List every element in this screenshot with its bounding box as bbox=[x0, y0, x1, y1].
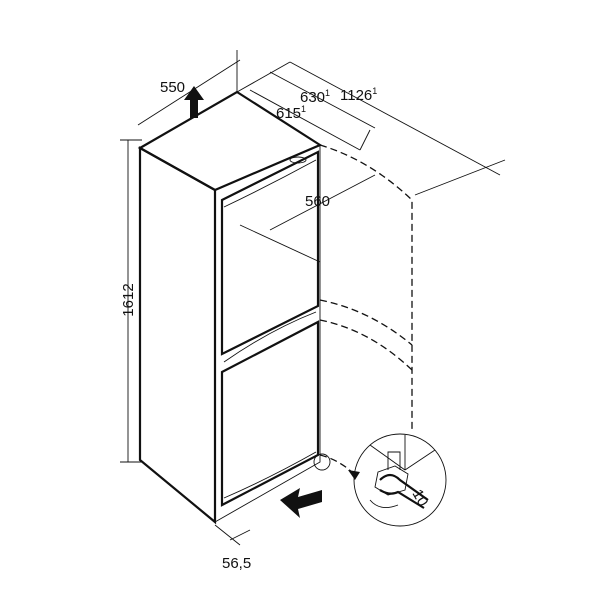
upper-door bbox=[220, 150, 320, 356]
fridge-side bbox=[138, 146, 217, 525]
gap-dimension: 56,5 bbox=[214, 524, 251, 572]
gap-label: 56,5 bbox=[222, 555, 251, 572]
depth-b-label: 6151 bbox=[276, 104, 306, 122]
depth-total-label: 11261 bbox=[340, 86, 377, 104]
height-dimension: 1612 bbox=[120, 139, 142, 463]
door-swing bbox=[319, 144, 413, 476]
lower-door bbox=[220, 320, 320, 507]
width-label: 550 bbox=[160, 79, 185, 96]
detail-pointer-icon bbox=[348, 470, 360, 480]
wrench-size-label: 10 bbox=[409, 487, 432, 510]
foot-detail-marker bbox=[313, 453, 331, 471]
upper-handle bbox=[223, 159, 317, 208]
width-dimension: 550 bbox=[137, 50, 241, 126]
height-label: 1612 bbox=[120, 283, 137, 316]
depth-dimensions: 6301 11261 6151 bbox=[236, 61, 506, 196]
rotate-arrow-icon bbox=[369, 499, 399, 509]
screw bbox=[387, 451, 401, 470]
inner-depth-dimension: 560 bbox=[239, 174, 376, 263]
push-arrow-icon bbox=[280, 488, 322, 518]
up-arrow-icon bbox=[184, 86, 204, 118]
foot-nut bbox=[374, 465, 409, 496]
wrench bbox=[379, 473, 429, 509]
top-hinge bbox=[289, 156, 307, 164]
fridge-body bbox=[137, 90, 331, 525]
middle-handle bbox=[223, 311, 317, 363]
depth-a-label: 6301 bbox=[300, 88, 330, 106]
bottom-trim bbox=[223, 451, 317, 499]
inner-depth-label: 560 bbox=[305, 193, 330, 210]
fridge-front bbox=[214, 144, 321, 523]
foot-adjust-detail: 10 bbox=[348, 433, 447, 527]
